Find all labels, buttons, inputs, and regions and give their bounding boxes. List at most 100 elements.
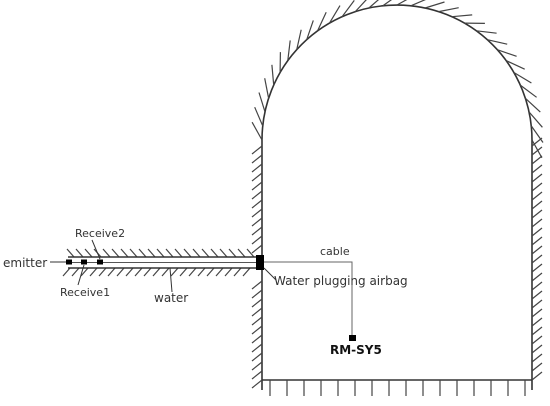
receive1-label: Receive1 <box>60 286 111 299</box>
floor-rock-hatching <box>269 380 526 396</box>
hatch-tick <box>233 267 242 277</box>
hatch-tick <box>531 164 543 174</box>
hatch-tick <box>89 267 98 277</box>
hatch-tick <box>62 267 71 277</box>
hatch-tick <box>251 298 263 308</box>
hatch-tick <box>219 248 228 258</box>
hatch-tick <box>531 263 543 273</box>
tunnel-wall-outline <box>261 4 533 390</box>
hatch-tick <box>156 248 165 258</box>
hatch-tick <box>328 5 341 24</box>
water-leader <box>169 267 173 293</box>
hatch-tick <box>152 267 161 277</box>
hatch-tick <box>251 208 263 218</box>
hatch-tick <box>134 267 143 277</box>
hatch-tick <box>84 248 93 258</box>
hatch-tick <box>531 335 543 345</box>
hatch-tick <box>531 137 543 147</box>
hatch-tick <box>531 362 543 372</box>
hatch-tick <box>66 248 75 258</box>
right-wall-rock-hatching <box>531 137 543 381</box>
hatch-tick <box>296 29 302 50</box>
hatch-tick <box>224 267 233 277</box>
hatch-tick <box>251 370 263 380</box>
emitter-label: emitter <box>3 256 48 270</box>
hatch-tick <box>251 172 263 182</box>
hatch-tick <box>75 248 84 258</box>
hatch-tick <box>246 248 255 258</box>
hatch-tick <box>531 290 543 300</box>
hatch-tick <box>531 218 543 228</box>
hatch-tick <box>531 182 543 192</box>
hatch-tick <box>206 267 215 277</box>
hatch-tick <box>271 64 275 86</box>
hatch-tick <box>197 267 206 277</box>
water-label: water <box>154 291 189 305</box>
hatch-tick <box>251 121 263 141</box>
hatch-tick <box>531 317 543 327</box>
rm-sy5-label: RM-SY5 <box>330 343 382 357</box>
borehole-top-hatching <box>66 248 255 258</box>
hatch-tick <box>174 248 183 258</box>
hatch-tick <box>251 289 263 299</box>
hatch-tick <box>111 248 120 258</box>
hatch-tick <box>396 0 408 6</box>
hatch-tick <box>531 236 543 246</box>
hatch-tick <box>519 84 537 98</box>
hatch-tick <box>251 190 263 200</box>
hatch-tick <box>531 209 543 219</box>
hatch-tick <box>317 12 327 32</box>
hatch-tick <box>306 20 314 40</box>
hatch-tick <box>251 235 263 245</box>
hatch-tick <box>71 267 80 277</box>
hatch-tick <box>251 343 263 353</box>
hatch-tick <box>505 60 525 70</box>
receive2-label: Receive2 <box>75 227 126 240</box>
hatch-tick <box>161 267 170 277</box>
hatch-tick <box>531 245 543 255</box>
hatch-tick <box>125 267 134 277</box>
hatch-tick <box>531 281 543 291</box>
hatch-tick <box>513 71 532 84</box>
hatch-tick <box>251 316 263 326</box>
hatch-tick <box>531 254 543 264</box>
hatch-tick <box>497 49 517 57</box>
hatch-tick <box>476 30 497 34</box>
hatch-tick <box>107 267 116 277</box>
airbag-label: Water plugging airbag <box>274 274 408 288</box>
hatch-tick <box>531 173 543 183</box>
hatch-tick <box>264 78 270 99</box>
hatch-tick <box>210 248 219 258</box>
hatch-tick <box>242 267 251 277</box>
hatch-tick <box>531 200 543 210</box>
rm-sy5-device <box>349 335 356 341</box>
hatch-tick <box>237 248 246 258</box>
hatch-tick <box>487 39 508 45</box>
receive1-leader <box>77 264 85 286</box>
hatch-tick <box>354 0 367 13</box>
water-plugging-airbag-block <box>256 255 264 270</box>
hatch-tick <box>531 146 543 156</box>
hatch-tick <box>251 145 263 155</box>
hatch-tick <box>451 14 473 18</box>
receive2-block <box>97 259 103 265</box>
hatch-tick <box>165 248 174 258</box>
borehole-bottom-hatching <box>62 267 251 277</box>
hatch-tick <box>251 199 263 209</box>
hatch-tick <box>251 334 263 344</box>
hatch-tick <box>287 40 291 61</box>
hatch-tick <box>410 0 426 7</box>
hatch-tick <box>531 308 543 318</box>
hatch-tick <box>120 248 129 258</box>
hatch-tick <box>531 191 543 201</box>
hatch-tick <box>531 344 543 354</box>
hatch-tick <box>138 248 147 258</box>
left-wall-rock-hatching <box>251 145 263 389</box>
hatch-tick <box>228 248 237 258</box>
cable-line <box>264 261 353 337</box>
hatch-tick <box>531 272 543 282</box>
hatch-tick <box>188 267 197 277</box>
hatch-tick <box>251 307 263 317</box>
hatch-tick <box>143 267 152 277</box>
